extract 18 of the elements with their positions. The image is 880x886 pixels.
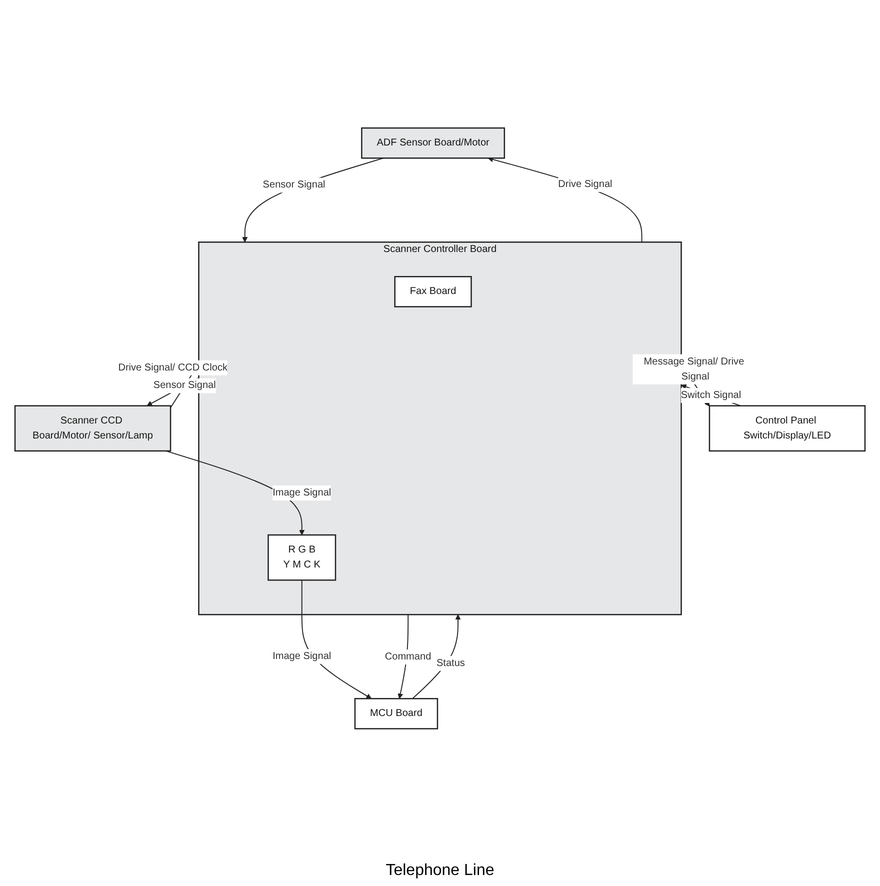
node-box: R G B Y M C K [268, 534, 336, 580]
note-label: Telephone Line [386, 862, 494, 880]
node-box: Scanner CCD Board/Motor/ Sensor/Lamp [14, 404, 172, 452]
node-box: Control Panel Switch/Display/LED [708, 404, 866, 452]
edge-label: Command [384, 651, 432, 662]
node-box: Fax Board [394, 276, 472, 307]
node-box: ADF Sensor Board/Motor [361, 127, 506, 158]
edge-label: Switch Signal [680, 389, 742, 400]
arrow [242, 157, 384, 242]
edge-label: Sensor Signal [153, 380, 216, 390]
edge-label: Drive Signal [558, 178, 612, 190]
edge-label: Status [436, 657, 465, 668]
edge-label: Image Signal [272, 650, 332, 662]
edge-label: Image Signal [272, 486, 332, 498]
node-box: MCU Board [354, 698, 438, 729]
arrow [488, 156, 642, 242]
edge-label: Sensor Signal [262, 179, 326, 190]
edge-label: Drive Signal/ CCD Clock [118, 362, 228, 372]
